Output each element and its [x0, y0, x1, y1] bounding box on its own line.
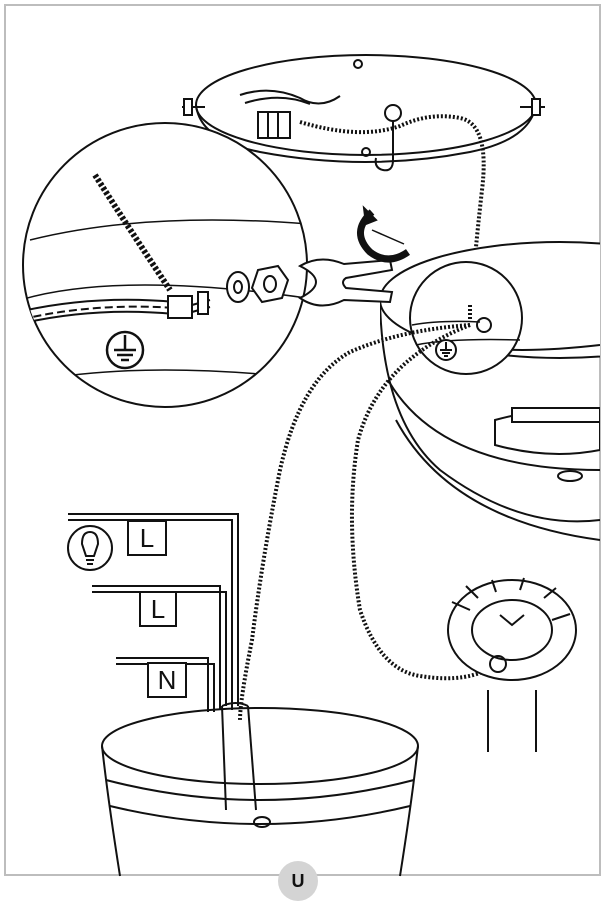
label-box-line-2: L: [139, 591, 177, 627]
washer: [226, 271, 250, 303]
label-box-line-1: L: [127, 520, 167, 556]
bulb-icon: [67, 525, 113, 571]
ceiling-canopy: [182, 54, 545, 172]
socket-base: [447, 577, 577, 752]
label-neutral: N: [158, 665, 177, 695]
label-line-1: L: [140, 523, 154, 553]
ground-symbol-icon: [435, 339, 457, 361]
ground-wire-upper: [299, 114, 486, 321]
wrench-icon: [297, 258, 394, 307]
ground-symbol-icon: [105, 330, 145, 370]
ground-connection-detail-large: [22, 122, 308, 408]
lamp-bowl-lower: [101, 707, 419, 877]
power-cable: [221, 702, 257, 811]
terminal-block: [257, 111, 291, 139]
ground-connection-detail-small: [409, 261, 523, 375]
ground-wire-lower: [238, 323, 471, 721]
canopy-screw-right: [520, 98, 545, 116]
hook-icon: [374, 104, 402, 172]
label-box-neutral: N: [147, 662, 187, 698]
supply-wires: [68, 513, 239, 712]
canopy-screw-left: [182, 98, 205, 116]
label-line-2: L: [151, 594, 165, 624]
page-marker: U: [278, 861, 318, 901]
rotation-arrow-icon: [357, 205, 411, 263]
hex-nut: [250, 264, 290, 304]
